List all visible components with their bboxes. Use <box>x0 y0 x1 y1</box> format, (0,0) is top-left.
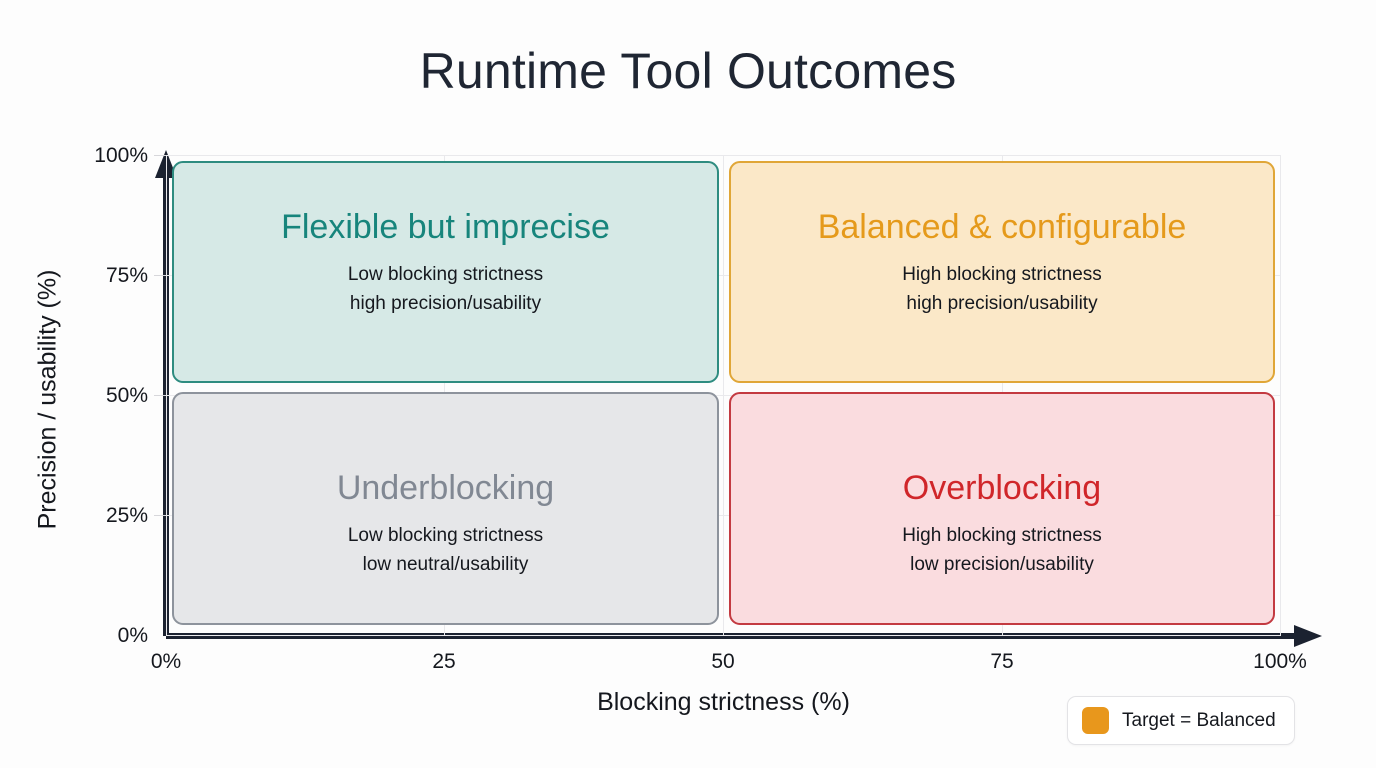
y-axis-tick-label-75: 75% <box>105 264 148 287</box>
gridline-y-75 <box>166 275 1281 276</box>
quadrant-subtitle: High blocking strictness low precision/u… <box>902 522 1102 578</box>
y-axis-title: Precision / usability (%) <box>33 269 62 530</box>
x-axis-tick-label-0: 0% <box>150 650 182 673</box>
quadrant-subtitle-line-2: low neutral/usability <box>362 553 529 575</box>
y-axis-tick-label-25: 25% <box>105 504 148 527</box>
quadrant-title: Overblocking <box>902 469 1102 507</box>
legend[interactable]: Target = Balanced <box>1067 696 1295 745</box>
quadrant-overblocking[interactable]: Overblocking High blocking strictness lo… <box>729 392 1275 625</box>
quadrant-subtitle-line-1: High blocking strictness <box>902 525 1102 547</box>
quadrant-subtitle-line-1: High blocking strictness <box>902 264 1102 286</box>
quadrant-subtitle: Low blocking strictness low neutral/usab… <box>348 522 543 578</box>
quadrant-subtitle-line-2: low precision/usability <box>910 553 1094 575</box>
gridline-y-0 <box>166 635 1281 636</box>
y-axis-tick-label-50: 50% <box>105 384 148 407</box>
quadrant-subtitle-line-1: Low blocking strictness <box>347 525 544 547</box>
y-axis-tick-label-100: 100% <box>94 144 148 167</box>
quadrant-subtitle-line-1: Low blocking strictness <box>347 264 544 286</box>
plot-area: Flexible but imprecise Low blocking stri… <box>166 155 1281 636</box>
y-tick-mark-75 <box>154 275 166 276</box>
legend-label: Target = Balanced <box>1122 709 1276 731</box>
y-axis-tick-label-0: 0% <box>117 624 148 647</box>
quadrant-title: Underblocking <box>336 469 555 507</box>
quadrant-flexible-but-imprecise[interactable]: Flexible but imprecise Low blocking stri… <box>172 161 719 383</box>
legend-swatch-icon <box>1082 707 1109 734</box>
x-axis-tick-label-100: 100% <box>1253 650 1307 673</box>
x-axis-tick-label-25: 25 <box>432 650 456 673</box>
gridline-y-100 <box>166 155 1281 156</box>
quadrant-underblocking[interactable]: Underblocking Low blocking strictness lo… <box>172 392 719 625</box>
quadrant-subtitle-line-2: high precision/usability <box>906 292 1098 314</box>
x-axis-tick-label-50: 50 <box>711 650 735 673</box>
quadrant-balanced-and-configurable[interactable]: Balanced & configurable High blocking st… <box>729 161 1275 383</box>
quadrant-subtitle-line-2: high precision/usability <box>349 292 542 314</box>
gridline-y-25 <box>166 515 1281 516</box>
gridline-y-50 <box>166 395 1281 396</box>
quadrant-subtitle: Low blocking strictness high precision/u… <box>348 261 543 317</box>
quadrant-title: Balanced & configurable <box>817 208 1187 246</box>
x-axis-title: Blocking strictness (%) <box>597 688 850 716</box>
quadrant-subtitle: High blocking strictness high precision/… <box>902 261 1102 317</box>
y-tick-mark-100 <box>154 155 166 156</box>
y-tick-mark-50 <box>154 395 166 396</box>
y-tick-mark-25 <box>154 515 166 516</box>
x-axis-tick-label-75: 75 <box>990 650 1014 673</box>
page-title: Runtime Tool Outcomes <box>419 43 957 99</box>
quadrant-title: Flexible but imprecise <box>281 208 610 246</box>
